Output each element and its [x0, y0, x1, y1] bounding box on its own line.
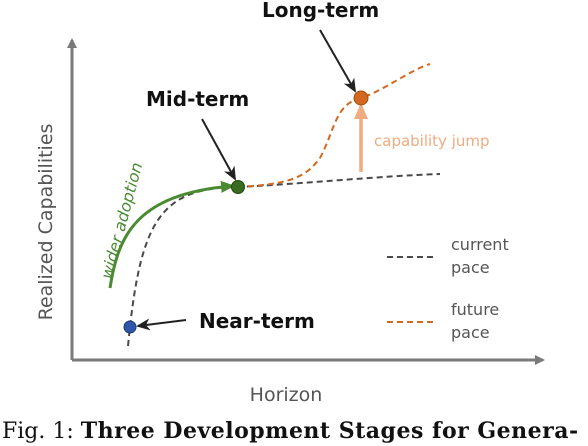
- near-term-label: Near-term: [199, 309, 315, 333]
- x-axis-label: Horizon: [250, 384, 323, 406]
- long-term-label: Long-term: [262, 0, 379, 22]
- mid-term-dot: [231, 180, 245, 194]
- legend-current-line1: current: [451, 235, 509, 254]
- figure-caption: Fig. 1: Three Development Stages for Gen…: [2, 418, 579, 444]
- long-term-pointer: [319, 29, 356, 93]
- caption-title: Three Development Stages for Genera-: [80, 418, 579, 444]
- near-term-pointer: [136, 318, 187, 331]
- legend-current-line2: pace: [451, 258, 490, 277]
- capability-jump-label: capability jump: [374, 132, 490, 150]
- legend-future-line2: pace: [451, 323, 490, 342]
- future-pace-curve: [237, 63, 431, 188]
- wider-adoption-arrow: [108, 180, 235, 289]
- long-term-dot: [353, 90, 369, 106]
- mid-term-pointer: [201, 118, 236, 181]
- caption-prefix: Fig. 1:: [2, 419, 74, 444]
- legend: current pace future pace: [387, 235, 509, 342]
- near-term-dot: [123, 320, 137, 334]
- y-axis-label: Realized Capabilities: [35, 124, 57, 321]
- legend-future-line1: future: [451, 300, 499, 319]
- mid-term-label: Mid-term: [146, 87, 249, 111]
